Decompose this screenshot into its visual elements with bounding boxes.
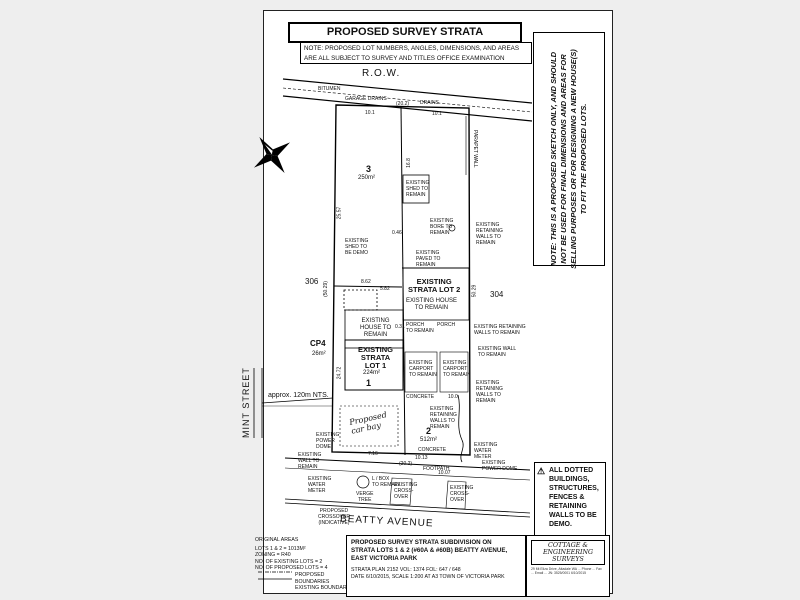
firm-details: 29 Mt Eliza Drive, Attadale WA ... Phone… xyxy=(531,567,602,576)
shed-demo-label: EXISTING SHED TO BE DEMO xyxy=(345,238,369,256)
footpath-label: FOOTPATH xyxy=(423,466,450,472)
crossover-a-label: EXISTING CROSS- OVER xyxy=(394,482,418,500)
dim-bottom-a: 10.13 xyxy=(415,455,428,461)
dim-mid-b: 8.62 xyxy=(361,279,371,285)
concrete-label-a: CONCRETE xyxy=(406,394,435,400)
dim-mid-d: 0.46 xyxy=(392,230,402,236)
shed-remain-label: EXISTING SHED TO REMAIN xyxy=(406,180,430,198)
lot3-number: 3 xyxy=(366,164,372,174)
title-block-line1: PROPOSED SURVEY STRATA SUBDIVISION ON xyxy=(351,539,492,546)
title-block-line3: EAST VICTORIA PARK xyxy=(351,555,418,562)
demo-note-text: ALL DOTTED BUILDINGS, STRUCTURES, FENCES… xyxy=(549,467,599,528)
cp4-area: 26m² xyxy=(312,351,326,357)
wall-remain-label: EXISTING WALL TO REMAIN xyxy=(478,346,517,358)
power-dome-label-right: EXISTING POWER DOME xyxy=(482,460,518,472)
lot1-area: 224m² xyxy=(363,370,381,376)
parapet-wall-label: PARAPET WALL xyxy=(472,130,478,168)
drawing-title: PROPOSED SURVEY STRATA SUBDIVISION xyxy=(288,22,522,55)
retaining-walls-remain-label-c: EXISTING RETAINING WALLS TO REMAIN xyxy=(476,380,503,404)
drains-label: DRAINS xyxy=(420,100,439,106)
legend-heading: ORIGINAL AREAS xyxy=(255,537,299,543)
legend-line-lots: LOTS 1 & 2 = 1013m² xyxy=(255,545,306,552)
cp4-label: CP4 xyxy=(310,339,326,348)
strata-lot-2-label: EXISTING STRATA LOT 2 xyxy=(408,277,461,294)
lot1-number: 1 xyxy=(366,378,372,388)
neighbour-304-label: 304 xyxy=(490,290,504,299)
legend-line-existing-lots: No. OF EXISTING LOTS = 2 xyxy=(255,558,323,565)
porch-label: PORCH xyxy=(437,322,456,328)
retaining-walls-remain-label-d: EXISTING RETAINING WALLS TO REMAIN xyxy=(430,406,457,430)
dim-left-b: (50.29) xyxy=(322,281,329,297)
bore-remain-label: EXISTING BORE TO REMAIN xyxy=(430,218,454,236)
carport-remain-label-a: EXISTING CARPORT TO REMAIN xyxy=(409,360,437,378)
garage-drains-label: GARAGE DRAINS xyxy=(345,96,387,102)
water-meter-label-left: EXISTING WATER METER xyxy=(308,476,332,494)
dim-left-a: 25.57 xyxy=(336,206,343,220)
title-block-line4: STRATA PLAN 2152 VOL: 1374 FOL: 647 / 64… xyxy=(351,567,461,573)
legend-line-proposed-boundaries: PROPOSED BOUNDARIES xyxy=(295,571,330,585)
concrete-label-b: CONCRETE xyxy=(418,447,447,453)
dim-mid-a: 16.8 xyxy=(405,158,412,168)
dim-bottom-c: 10.07 xyxy=(438,470,451,476)
box-remain-label: L / BOX TO REMAIN xyxy=(372,476,400,488)
dim-mid-e: 0.31 xyxy=(395,324,405,330)
dim-top-mid: (20.2) xyxy=(396,101,410,107)
firm-name: COTTAGE & ENGINEERING SURVEYS xyxy=(531,540,605,565)
dim-bottom-b: (20.2) xyxy=(399,461,413,467)
existing-house-remain-label-b: EXISTING HOUSE TO REMAIN xyxy=(360,318,392,338)
power-dome-label-left: EXISTING POWER DOME xyxy=(316,432,340,450)
paved-remain-label: EXISTING PAVED TO REMAIN xyxy=(416,250,441,268)
bitumen-label: BITUMEN xyxy=(318,86,341,92)
original-areas-legend: ORIGINAL AREAS LOTS 1 & 2 = 1013m² ZONIN… xyxy=(255,537,355,592)
water-meter-label-right: EXISTING WATER METER xyxy=(474,442,498,460)
row-label: R.O.W. xyxy=(362,68,401,79)
demo-note-box: ⚠ ALL DOTTED BUILDINGS, STRUCTURES, FENC… xyxy=(534,462,606,538)
neighbour-306-label: 306 xyxy=(305,277,319,286)
firm-block: COTTAGE & ENGINEERING SURVEYS 29 Mt Eliz… xyxy=(526,535,610,597)
mint-street-label: MINT STREET xyxy=(241,367,251,438)
verge-tree-label: VERGE TREE xyxy=(356,491,374,503)
dim-mid-c: 5.82 xyxy=(380,286,390,292)
legend-line-proposed-lots: No. OF PROPOSED LOTS = 4 xyxy=(255,565,328,572)
subject-to-survey-note: NOTE: PROPOSED LOT NUMBERS, ANGLES, DIME… xyxy=(300,42,532,64)
proposed-crossover-label: PROPOSED CROSSOVER (INDICATIVE) xyxy=(318,508,350,526)
legend-line-zoning: ZONING = R40 xyxy=(255,552,291,559)
lot2-number: 2 xyxy=(426,426,432,436)
title-block: PROPOSED SURVEY STRATA SUBDIVISION ON ST… xyxy=(346,535,526,597)
lot3-area: 250m² xyxy=(358,175,376,181)
dim-top-left: 10.1 xyxy=(365,110,375,116)
legend-line-existing-boundaries: EXISTING BOUNDARIES xyxy=(295,585,355,592)
porch-remain-label: PORCH TO REMAIN xyxy=(406,322,434,334)
warning-icon: ⚠ xyxy=(537,466,546,476)
existing-house-remain-label-a: EXISTING HOUSE TO REMAIN xyxy=(406,298,458,311)
crossover-b-label: EXISTING CROSS- OVER xyxy=(450,485,474,503)
proposed-sketch-note-text: NOTE: THIS IS A PROPOSED SKETCH ONLY, AN… xyxy=(549,49,588,269)
approx-distance-label: approx. 120m NTS. xyxy=(268,392,329,399)
wall-remain-label-left: EXISTING WALL TO REMAIN xyxy=(298,452,322,470)
dim-left-c: 24.72 xyxy=(336,366,343,380)
lot2-area: 512m² xyxy=(420,437,438,443)
retaining-walls-remain-label-b: EXISTING RETAINING WALLS TO REMAIN xyxy=(474,324,526,336)
strata-lot-1-label: EXISTING STRATA LOT 1 xyxy=(358,345,394,370)
proposed-sketch-note: NOTE: THIS IS A PROPOSED SKETCH ONLY, AN… xyxy=(533,32,605,269)
title-block-line2: STRATA LOTS 1 & 2 (#60A & #60B) BEATTY A… xyxy=(351,547,508,554)
dim-bottom-d: 7.16 xyxy=(368,451,378,457)
dim-right-a: 50.29 xyxy=(471,284,478,298)
carport-remain-label-b: EXISTING CARPORT TO REMAIN xyxy=(443,360,471,378)
retaining-walls-remain-label-a: EXISTING RETAINING WALLS TO REMAIN xyxy=(476,222,503,246)
dim-mid-f: 10.0 xyxy=(448,394,458,400)
title-block-line5: DATE 6/10/2015, SCALE 1:200 AT A3 TOWN O… xyxy=(351,574,505,580)
dim-top-right: 10.1 xyxy=(432,111,442,117)
